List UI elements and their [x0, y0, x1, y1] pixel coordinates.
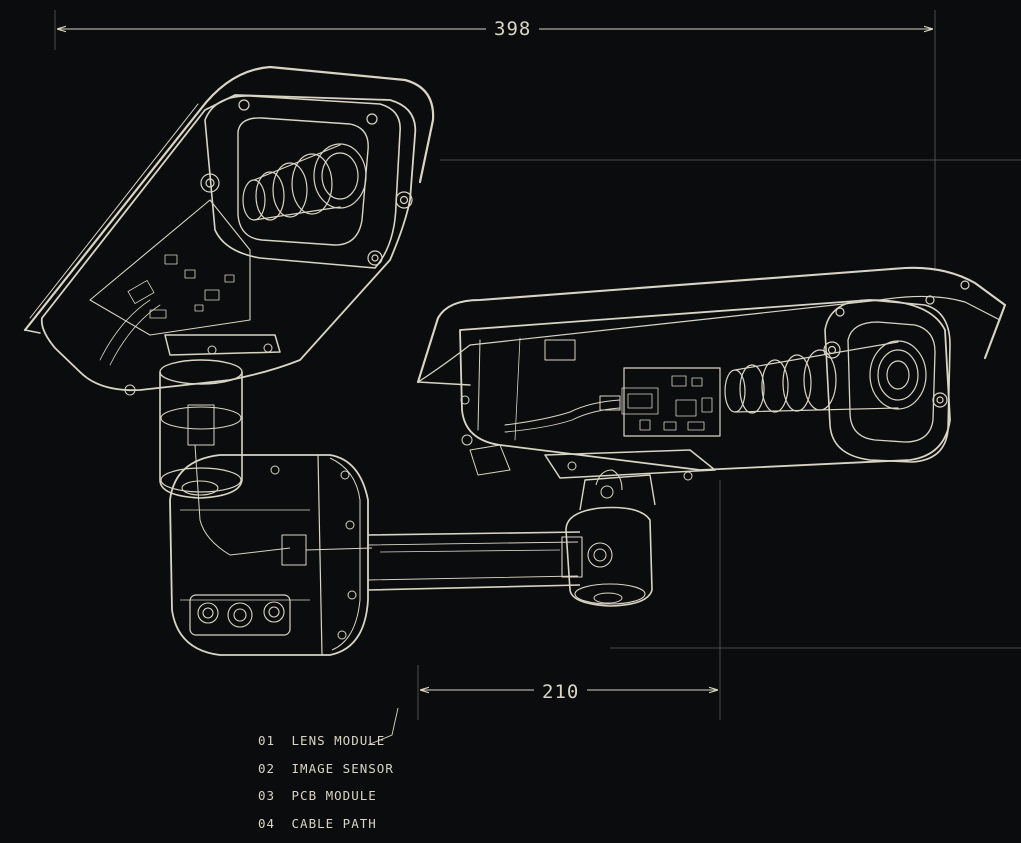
- legend-item-number: 04: [258, 816, 283, 832]
- component-legend: 01 LENS MODULE 02 IMAGE SENSOR 03 PCB MO…: [258, 733, 394, 843]
- legend-item-label: LENS MODULE: [292, 733, 386, 748]
- legend-item-number: 02: [258, 761, 283, 777]
- left-camera: [25, 67, 433, 395]
- legend-item: 02 IMAGE SENSOR: [258, 761, 394, 789]
- dimension-label-overall-width: 398: [486, 18, 539, 40]
- dimension-label-arm-length: 210: [534, 681, 587, 703]
- wall-mount-box: [160, 360, 372, 655]
- legend-item: 04 CABLE PATH: [258, 816, 394, 843]
- legend-item-label: PCB MODULE: [292, 788, 377, 803]
- legend-item: 01 LENS MODULE: [258, 733, 394, 761]
- legend-item-label: CABLE PATH: [292, 816, 377, 831]
- right-camera: [418, 268, 1005, 480]
- mount-arm: [368, 470, 655, 606]
- legend-item-label: IMAGE SENSOR: [292, 761, 394, 776]
- legend-item-number: 01: [258, 733, 283, 749]
- legend-item-number: 03: [258, 788, 283, 804]
- legend-item: 03 PCB MODULE: [258, 788, 394, 816]
